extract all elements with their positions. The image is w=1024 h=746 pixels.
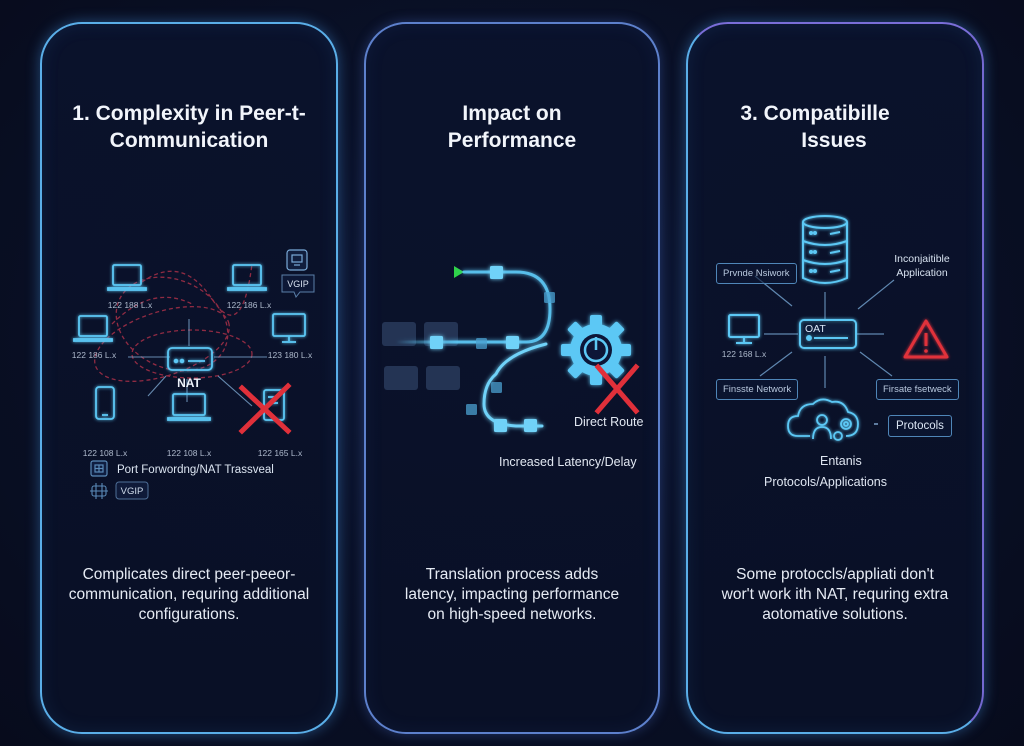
description-line: Complicates direct peer-peeor- — [82, 566, 296, 583]
panel-title: Impact on Performance — [366, 100, 658, 154]
panel-title: 3. Compatibille Issues — [648, 100, 982, 154]
incompatible-label: Inconjaitible — [894, 253, 950, 265]
description-line: Translation process adds — [425, 566, 599, 583]
route-nodes — [430, 266, 537, 432]
title-line: Communication — [109, 129, 269, 152]
panel-description: Translation process adds latency, impact… — [374, 565, 650, 625]
incompatible-label: Application — [896, 267, 948, 279]
cloud-user-gear-icon — [787, 398, 859, 441]
monitor-icon — [272, 313, 306, 343]
title-line: 1. Complexity in Peer-t- — [72, 102, 306, 125]
monitor-ip-label: 122 168 L.x — [722, 349, 767, 359]
panel-performance: Impact on Performance — [364, 22, 660, 734]
device-ip-label: 122 186 L.x — [227, 300, 272, 310]
oat-hub-label: OAT — [805, 323, 826, 335]
private-network-box: Prvnde Nsiwork — [716, 263, 797, 284]
blocked-x-icon — [238, 382, 292, 435]
description-line: configurations. — [138, 606, 240, 623]
phone-icon — [95, 386, 115, 420]
nat-topology-diagram: NAT VGIP — [72, 249, 315, 500]
route-path — [394, 270, 552, 428]
device-ip-label: 123 180 L.x — [268, 350, 313, 360]
latency-route-diagram: Direct Route Increased Latency/Delay — [382, 266, 644, 469]
connector-spokes — [754, 275, 895, 388]
grid-chip-icon — [90, 460, 108, 477]
vgip-badge-label: VGIP — [287, 279, 309, 289]
device-ip-label: 122 186 L.x — [72, 350, 117, 360]
panel-compatibility: 3. Compatibille Issues — [686, 22, 984, 734]
vgip-device-icon — [286, 249, 308, 271]
compatibility-diagram: OAT 122 168 L.x Inconjaitible Applicatio… — [722, 215, 950, 441]
private-network-box: Finsste Network — [716, 379, 799, 400]
vgip-badge — [281, 274, 315, 298]
gear-power-icon — [561, 315, 631, 385]
description-line: latency, impacting performance — [404, 586, 620, 603]
description-line: aotomative solutions. — [762, 606, 908, 623]
green-arrow-icon — [402, 266, 464, 278]
database-icon — [802, 215, 848, 284]
latency-label: Increased Latency/Delay — [499, 455, 637, 469]
oat-router-icon — [799, 319, 857, 349]
entanis-label: Entanis — [820, 454, 862, 468]
device-ip-label: 122 108 L.x — [83, 448, 128, 458]
faded-packet-blocks — [382, 322, 460, 390]
device-ip-label: 122 165 L.x — [258, 448, 303, 458]
dashed-traffic-loops — [94, 263, 253, 382]
description-line: on high-speed networks. — [427, 606, 597, 623]
direct-route-label: Direct Route — [574, 415, 644, 429]
vgip-legend-badge — [115, 481, 149, 500]
panel-complexity: 1. Complexity in Peer-t- Communication — [40, 22, 338, 734]
panel-description: Complicates direct peer-peeor- communica… — [50, 565, 328, 625]
panel-title: 1. Complexity in Peer-t- Communication — [42, 100, 336, 154]
nat-router-icon — [167, 347, 213, 371]
laptop-icon — [73, 315, 113, 342]
legend-vgip: VGIP — [121, 486, 144, 497]
nat-hub-label: NAT — [177, 376, 201, 390]
description-line: Some protoccls/appliati don't — [736, 566, 934, 583]
description-line: wor't work ith NAT, requring extra — [721, 586, 949, 603]
private-network-box: Firsate fsetweck — [876, 379, 959, 400]
connector-lines — [128, 319, 267, 407]
device-ip-label: 122 188 L.x — [108, 300, 153, 310]
route-nodes-faded — [466, 292, 555, 415]
router-icon — [90, 483, 108, 499]
title-line: 3. Compatibille — [740, 102, 890, 125]
title-line: Impact on — [462, 102, 562, 125]
protocols-applications-label: Protocols/Applications — [764, 475, 887, 489]
laptop-icon — [227, 264, 267, 291]
laptop-icon — [167, 393, 211, 421]
legend-port-forwarding: Port Forwordng/NAT Trassveal — [117, 464, 274, 476]
title-line: Performance — [447, 129, 577, 152]
protocols-bubble: Protocols — [888, 415, 952, 437]
device-ip-label: 122 108 L.x — [167, 448, 212, 458]
laptop-icon — [107, 264, 147, 291]
description-line: communication, requring additional — [68, 586, 310, 603]
panel-description: Some protoccls/appliati don't wor't work… — [696, 565, 974, 625]
blocked-x-icon — [594, 363, 640, 415]
monitor-icon — [728, 314, 760, 344]
warning-icon — [903, 319, 949, 359]
title-line: Issues — [801, 129, 867, 152]
